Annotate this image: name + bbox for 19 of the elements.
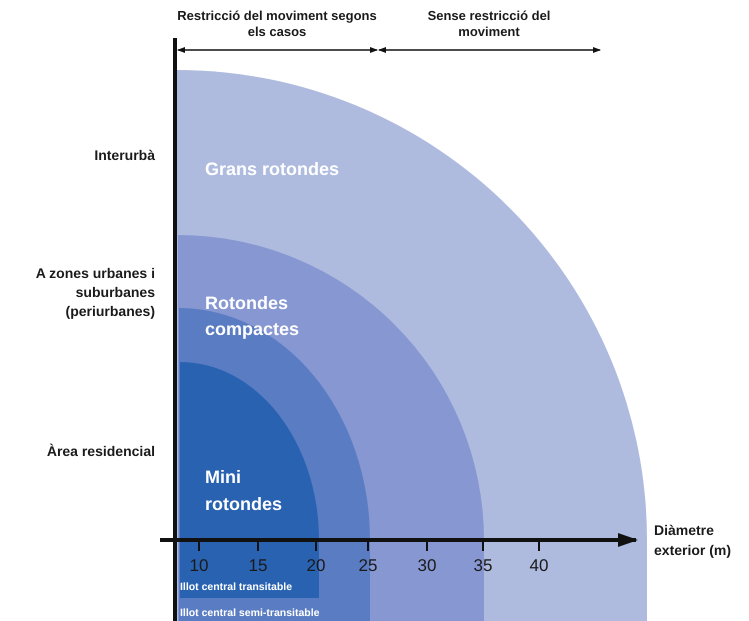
tick-label: 15 [248, 555, 268, 577]
tick-label: 40 [528, 555, 550, 577]
zone-label: Illot central transitable [180, 580, 292, 595]
axis-title: Diàmetre exterior (m) [654, 521, 732, 560]
category-label: A zones urbanes i suburbanes (periurbanes) [34, 264, 155, 321]
range-label: Sense restricció del moviment [426, 8, 552, 40]
zone-label: Grans rotondes [205, 158, 340, 181]
category-label: Interurbà [93, 146, 155, 165]
roundabout-zone [177, 70, 647, 621]
zone-label: Mini rotondes [205, 466, 284, 516]
tick-label: 20 [306, 555, 326, 577]
range-label: Restricció del moviment segons els casos [177, 8, 377, 40]
category-label: Àrea residencial [46, 442, 155, 461]
zone-label: Illot central semi-transitable [180, 606, 320, 621]
tick-label: 30 [416, 555, 438, 577]
tick-label: 10 [188, 555, 210, 577]
tick-label: 35 [472, 555, 494, 577]
zone-label: Rotondes compactes [205, 292, 300, 341]
tick-label: 25 [358, 555, 378, 577]
